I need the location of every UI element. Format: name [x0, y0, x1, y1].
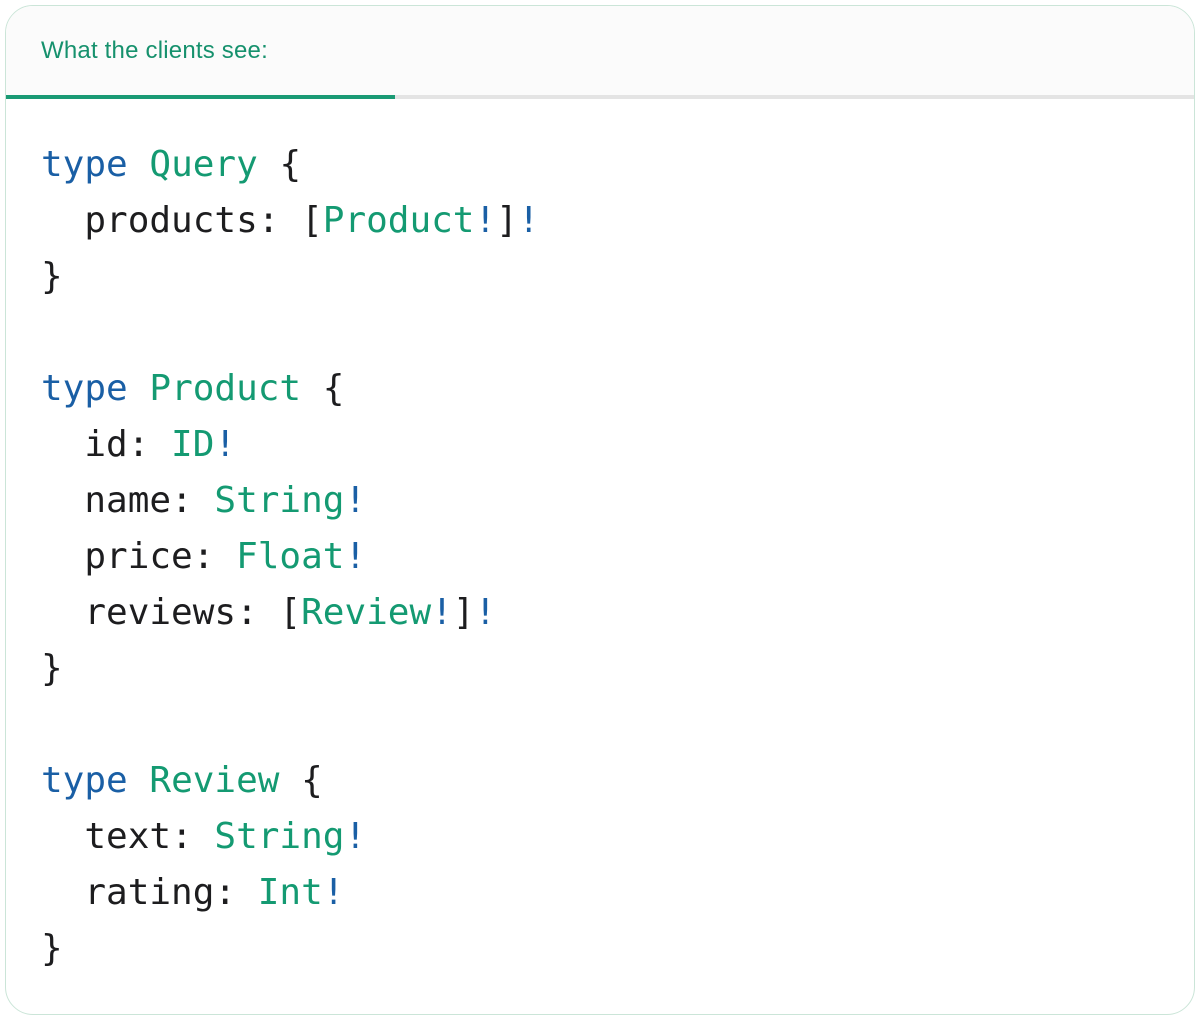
code-line: } [41, 921, 1164, 977]
code-line: reviews: [Review!]! [41, 585, 1164, 641]
code-token: Review [301, 592, 432, 633]
code-token: price: [41, 536, 237, 577]
code-token: reviews: [ [41, 592, 302, 633]
tab-clients-view[interactable]: What the clients see: [6, 6, 395, 99]
code-line: id: ID! [41, 417, 1164, 473]
code-line: } [41, 249, 1164, 305]
code-token: ! [322, 872, 345, 913]
code-token: { [301, 368, 345, 409]
code-line: type Product { [41, 361, 1164, 417]
code-token: Int [257, 872, 323, 913]
code-token [128, 760, 150, 801]
code-line: rating: Int! [41, 865, 1164, 921]
code-line: products: [Product!]! [41, 193, 1164, 249]
code-token: String [214, 816, 345, 857]
code-token: id: [41, 424, 172, 465]
code-token: Product [322, 200, 475, 241]
code-token: type [41, 368, 128, 409]
code-token: type [41, 144, 128, 185]
code-token: ! [431, 592, 453, 633]
code-token: ! [474, 592, 497, 633]
tab-label: What the clients see: [41, 36, 268, 64]
code-token: ! [344, 480, 367, 521]
tabs-bar: What the clients see: [6, 6, 1194, 99]
code-token [128, 144, 150, 185]
code-token: { [257, 144, 302, 185]
code-token: Product [149, 368, 302, 409]
code-token: rating: [41, 872, 258, 913]
code-token: } [41, 648, 63, 689]
code-token: String [214, 480, 345, 521]
code-token: ! [214, 424, 237, 465]
schema-card: What the clients see: type Query { produ… [5, 5, 1195, 1015]
code-token: ] [496, 200, 518, 241]
code-token: ! [344, 536, 367, 577]
code-token: type [41, 760, 128, 801]
code-token: text: [41, 816, 215, 857]
code-token: ! [517, 200, 540, 241]
code-line: text: String! [41, 809, 1164, 865]
code-token: ! [344, 816, 367, 857]
code-token: ! [474, 200, 497, 241]
code-line [41, 305, 1164, 361]
code-token: ] [452, 592, 475, 633]
code-token: } [41, 256, 63, 297]
code-token: ID [171, 424, 215, 465]
code-line: } [41, 641, 1164, 697]
code-token: name: [41, 480, 215, 521]
code-token: Review [149, 760, 280, 801]
code-token: products: [ [41, 200, 323, 241]
code-line: price: Float! [41, 529, 1164, 585]
code-line [41, 697, 1164, 753]
code-token: } [41, 928, 63, 969]
code-token: Float [236, 536, 345, 577]
code-block: type Query { products: [Product!]!} type… [6, 99, 1194, 1007]
code-token: Query [149, 144, 258, 185]
code-line: type Query { [41, 137, 1164, 193]
code-token: { [279, 760, 323, 801]
code-line: type Review { [41, 753, 1164, 809]
code-token [128, 368, 150, 409]
code-line: name: String! [41, 473, 1164, 529]
